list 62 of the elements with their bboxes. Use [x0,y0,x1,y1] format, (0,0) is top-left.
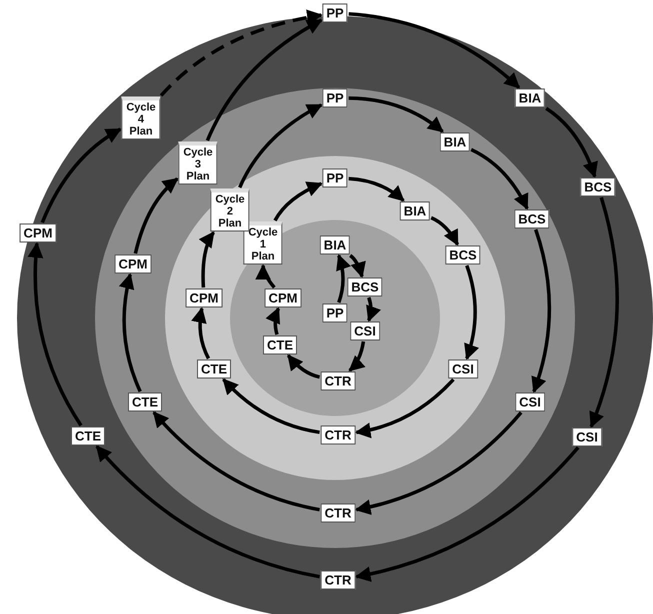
arrow [545,106,598,178]
arrow [96,445,320,578]
arrow [119,272,142,392]
arrow [464,264,479,360]
arrow [134,177,179,254]
phase-box: BIA [514,88,546,108]
arrow [348,12,520,89]
phase-box: CTR [320,426,356,444]
arrow [256,264,276,289]
phase-box: CPM [114,254,152,274]
arrow [160,10,323,97]
arrow [28,242,82,426]
arrow [238,103,323,188]
phase-box: CTR [320,372,356,390]
arrow [222,378,320,434]
arrow [206,18,323,142]
arrow [199,231,215,288]
phase-box: BIA [320,236,350,254]
arrow [430,216,460,246]
phase-box: CSI [515,392,545,412]
phase-box: BCS [580,178,616,196]
arrow [354,411,522,514]
phase-box: CPM [186,288,222,308]
arrow [366,296,381,322]
plan-scroll-box: Cycle 3 Plan [178,142,218,184]
phase-box: CTE [128,392,162,412]
phase-box: PP [322,88,348,108]
arrow [286,354,320,379]
arrow [348,96,444,133]
phase-box: BIA [400,202,430,220]
phase-box: CPM [264,288,302,308]
arrow [266,307,280,335]
phase-box: CSI [448,360,478,378]
phase-box: PP [322,4,348,22]
arrow [152,411,320,512]
arrow [336,254,351,304]
arrow [354,378,455,438]
phase-box: CTE [197,360,231,378]
plan-scroll-box: Cycle 1 Plan [243,222,283,264]
phase-box: CTR [320,504,356,522]
phase-box: BIA [440,132,470,152]
arrow [470,148,529,210]
phase-box: BCS [347,278,383,296]
phase-box: CSI [572,428,602,446]
phase-box: CTR [320,570,356,590]
phase-box: PP [322,168,348,188]
arrow [349,254,366,278]
arrow [348,176,405,202]
phase-box: BCS [445,246,481,264]
plan-scroll-box: Cycle 2 Plan [210,188,250,232]
arrow [40,128,122,224]
phase-box: BCS [514,210,550,228]
arrow [348,341,366,372]
phase-box: PP [322,304,348,322]
phase-box: CTE [263,336,297,354]
phase-box: CTE [71,426,105,446]
arrow [354,446,580,582]
phase-box: CSI [350,322,380,340]
arrow [192,306,210,360]
phase-box: CPM [20,224,56,242]
plan-scroll-box: Cycle 4 Plan [121,96,161,140]
arrow [274,182,323,222]
